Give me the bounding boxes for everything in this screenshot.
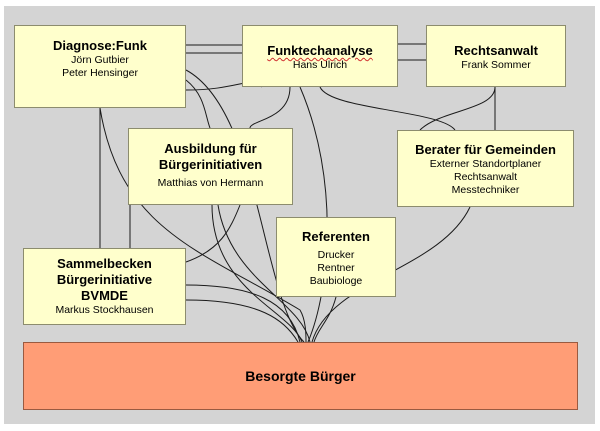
node-funktechanalyse: Funktechanalyse Hans Ulrich <box>242 25 398 87</box>
node-member: Markus Stockhausen <box>55 304 154 316</box>
node-title: Besorgte Bürger <box>245 368 356 384</box>
node-sammelbecken: Sammelbecken Bürgerinitiative BVMDE Mark… <box>23 248 186 325</box>
node-member: Rechtsanwalt <box>453 171 518 183</box>
connector <box>217 204 311 343</box>
node-diagnose-funk: Diagnose:Funk Jörn Gutbier Peter Hensing… <box>14 25 186 108</box>
node-member: Matthias von Hermann <box>157 177 264 189</box>
connector <box>299 86 328 343</box>
connector <box>185 284 301 343</box>
node-member: Hans Ulrich <box>292 59 348 71</box>
connector <box>185 79 211 129</box>
node-rechtsanwalt: Rechtsanwalt Frank Sommer <box>426 25 566 87</box>
node-member: Peter Hensinger <box>62 67 138 79</box>
node-member: Baubiologe <box>309 275 363 287</box>
node-member: Messtechniker <box>451 184 520 196</box>
node-title: Diagnose:Funk <box>53 38 147 53</box>
node-title-line: BVMDE <box>81 288 128 303</box>
node-title-line: Ausbildung für <box>164 141 257 156</box>
node-member: Rentner <box>317 262 355 274</box>
node-title: Funktechanalyse <box>267 43 373 58</box>
node-member: Frank Sommer <box>461 59 531 71</box>
node-title: Referenten <box>302 229 370 244</box>
connector <box>185 299 299 343</box>
node-member: Drucker <box>317 249 355 261</box>
node-title-line: Bürgerinitiative <box>56 272 153 287</box>
node-member: Jörn Gutbier <box>71 54 129 66</box>
connector <box>185 204 241 263</box>
node-title-line: Bürgerinitiativen <box>158 157 263 172</box>
connector <box>419 86 496 131</box>
node-referenten: Referenten Drucker Rentner Baubiologe <box>276 217 396 297</box>
node-member: Externer Standortplaner <box>429 158 542 170</box>
connector <box>319 86 456 131</box>
node-title-line: Sammelbecken <box>57 256 152 271</box>
connector <box>249 86 291 129</box>
node-ausbildung: Ausbildung für Bürgerinitiativen Matthia… <box>128 128 293 205</box>
node-berater: Berater für Gemeinden Externer Standortp… <box>397 130 574 207</box>
connector <box>185 69 305 343</box>
node-title: Rechtsanwalt <box>454 43 538 58</box>
node-besorgte-buerger: Besorgte Bürger <box>23 342 578 410</box>
node-title: Berater für Gemeinden <box>415 142 556 157</box>
connector <box>99 107 307 343</box>
connector <box>313 296 337 343</box>
